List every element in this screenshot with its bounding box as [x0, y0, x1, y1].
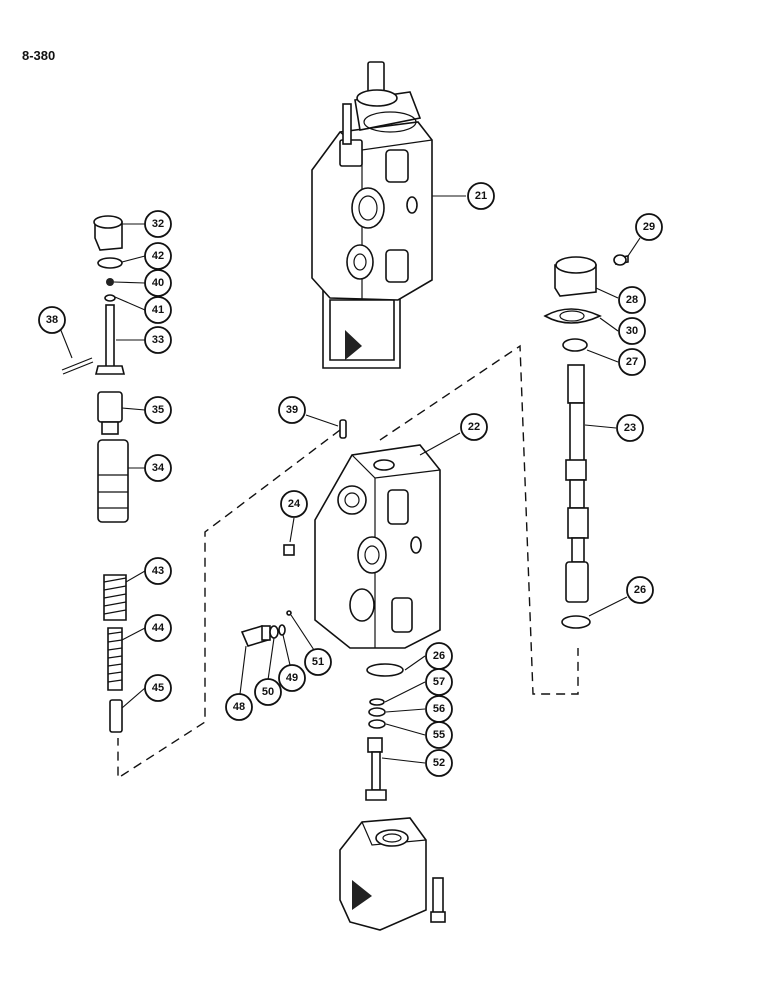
callout-label: 28 [626, 294, 638, 306]
callout: 30 [618, 317, 646, 345]
callout: 42 [144, 242, 172, 270]
callout: 35 [144, 396, 172, 424]
callout: 45 [144, 674, 172, 702]
callout: 52 [425, 749, 453, 777]
callout-label: 45 [152, 682, 164, 694]
callout-label: 40 [152, 277, 164, 289]
callout: 28 [618, 286, 646, 314]
callout-label: 50 [262, 686, 274, 698]
callout: 26 [626, 576, 654, 604]
callout: 33 [144, 326, 172, 354]
callout-label: 56 [433, 703, 445, 715]
callout-label: 29 [643, 221, 655, 233]
callout-label: 52 [433, 757, 445, 769]
page-code: 8-380 [22, 48, 56, 63]
callout-label: 26 [433, 650, 445, 662]
callout-label: 44 [152, 622, 165, 634]
callout: 51 [304, 648, 332, 676]
callout: 29 [635, 213, 663, 241]
callout: 39 [278, 396, 306, 424]
left-stack-parts [61, 215, 129, 733]
callout-label: 41 [152, 304, 164, 316]
callout: 50 [254, 678, 282, 706]
callout-label: 27 [626, 356, 638, 368]
callout: 24 [280, 490, 308, 518]
callout: 27 [618, 348, 646, 376]
callout-label: 49 [286, 672, 298, 684]
callout-label: 51 [312, 656, 324, 668]
callout-label: 24 [288, 498, 301, 510]
callout-label: 32 [152, 218, 164, 230]
callout-label: 57 [433, 676, 445, 688]
callout-label: 22 [468, 421, 480, 433]
right-stack-parts [543, 254, 629, 629]
callout-label: 33 [152, 334, 164, 346]
callout: 43 [144, 557, 172, 585]
callout: 55 [425, 721, 453, 749]
callout-label: 26 [634, 584, 646, 596]
callout: 26 [425, 642, 453, 670]
end-cap [339, 817, 446, 931]
callout-label: 48 [233, 701, 245, 713]
middle-small-parts [240, 419, 404, 801]
callout: 49 [278, 664, 306, 692]
callout: 56 [425, 695, 453, 723]
leader-lines [59, 195, 641, 764]
callout: 34 [144, 454, 172, 482]
valve-section-21 [311, 61, 433, 369]
callout-label: 30 [626, 325, 638, 337]
callout: 23 [616, 414, 644, 442]
callout: 48 [225, 693, 253, 721]
callout: 21 [467, 182, 495, 210]
callout: 57 [425, 668, 453, 696]
callout: 40 [144, 269, 172, 297]
callout: 22 [460, 413, 488, 441]
dashed-connector-right [379, 344, 579, 695]
callout: 38 [38, 306, 66, 334]
callout-label: 43 [152, 565, 164, 577]
dashed-connector-left [117, 429, 341, 780]
callout-label: 55 [433, 729, 445, 741]
callout-label: 35 [152, 404, 164, 416]
callout: 32 [144, 210, 172, 238]
callout: 44 [144, 614, 172, 642]
valve-section-22 [314, 444, 441, 649]
callout-label: 39 [286, 404, 298, 416]
callout: 41 [144, 296, 172, 324]
callout-label: 38 [46, 314, 58, 326]
callout-label: 23 [624, 422, 636, 434]
callout-label: 42 [152, 250, 164, 262]
callout-label: 21 [475, 190, 487, 202]
callout-label: 34 [152, 462, 165, 474]
